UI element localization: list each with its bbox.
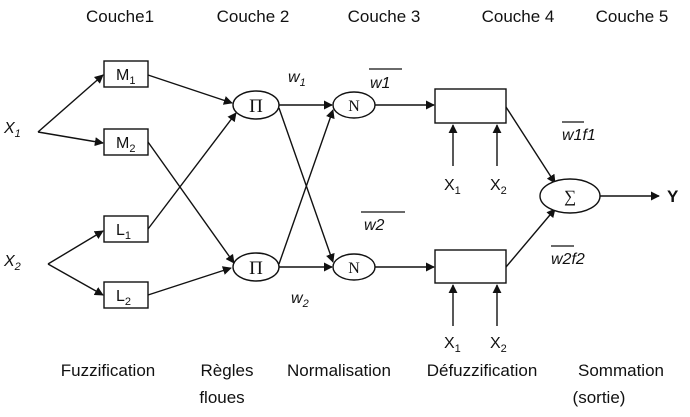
caption-normalisation: Normalisation [287, 361, 391, 380]
caption-defuzzification: Défuzzification [427, 361, 538, 380]
defuzz-1-input-x2: X2 [490, 177, 507, 197]
edge-d2-sum [505, 208, 556, 268]
edge-x2-l2 [47, 263, 104, 296]
weight-w1: w1 [288, 69, 306, 89]
node-defuzz-1 [434, 88, 507, 124]
input-x1: X1 [3, 120, 21, 140]
caption-regles: Règles [201, 361, 254, 380]
weight-w2: w2 [291, 290, 309, 310]
norm-weight-2: w2 [361, 211, 405, 234]
edge-x1-m2 [37, 131, 104, 147]
edge-l2-p2 [147, 266, 232, 296]
norm-weight-1: w1 [369, 68, 402, 92]
product-w2f2: w2f2 [551, 245, 585, 268]
input-x2: X2 [3, 253, 21, 273]
node-m2-label: M2 [116, 135, 135, 155]
svg-text:w2f2: w2f2 [551, 251, 585, 268]
svg-text:X2: X2 [3, 253, 21, 273]
edge-p2-n1 [278, 109, 335, 265]
node-l2 [103, 281, 149, 309]
node-m1-label: M1 [116, 67, 135, 87]
node-m1 [103, 60, 149, 88]
node-l1 [103, 215, 149, 243]
svg-text:X1: X1 [3, 120, 21, 140]
node-rule-1-label: Π [249, 96, 263, 117]
node-l2-label: L2 [116, 288, 131, 308]
edge-l1-p1 [147, 112, 237, 230]
edge-d1-sum [505, 106, 556, 184]
node-defuzz-2 [434, 249, 507, 284]
layer-5-header: Couche 5 [596, 7, 669, 26]
layer-1-header: Couche1 [86, 7, 154, 26]
caption-sortie: (sortie) [573, 388, 626, 407]
caption-sommation: Sommation [578, 361, 664, 380]
defuzz-1-input-x1: X1 [444, 177, 461, 197]
layer-4-header: Couche 4 [482, 7, 555, 26]
edge-m2-p2 [147, 141, 235, 264]
output-y: Y [667, 187, 679, 206]
node-rule-2-label: Π [249, 258, 263, 279]
node-sum [539, 178, 601, 214]
svg-text:w2: w2 [364, 217, 385, 234]
edge-x2-l1 [47, 230, 104, 265]
edge-m1-p1 [147, 74, 233, 105]
defuzz-2-input-x2: X2 [490, 335, 507, 355]
svg-text:w1: w1 [370, 75, 390, 92]
defuzz-2-input-x1: X1 [444, 335, 461, 355]
layer-3-header: Couche 3 [348, 7, 421, 26]
product-w1f1: w1f1 [562, 121, 596, 144]
node-norm-1-label: N [348, 98, 360, 115]
caption-fuzzification: Fuzzification [61, 361, 155, 380]
caption-floues: floues [199, 388, 244, 407]
node-sum-label: ∑ [564, 187, 576, 206]
node-l1-label: L1 [116, 222, 131, 242]
node-norm-2-label: N [348, 260, 360, 277]
svg-text:w1f1: w1f1 [562, 127, 596, 144]
edge-x1-m1 [37, 74, 104, 133]
layer-2-header: Couche 2 [217, 7, 290, 26]
